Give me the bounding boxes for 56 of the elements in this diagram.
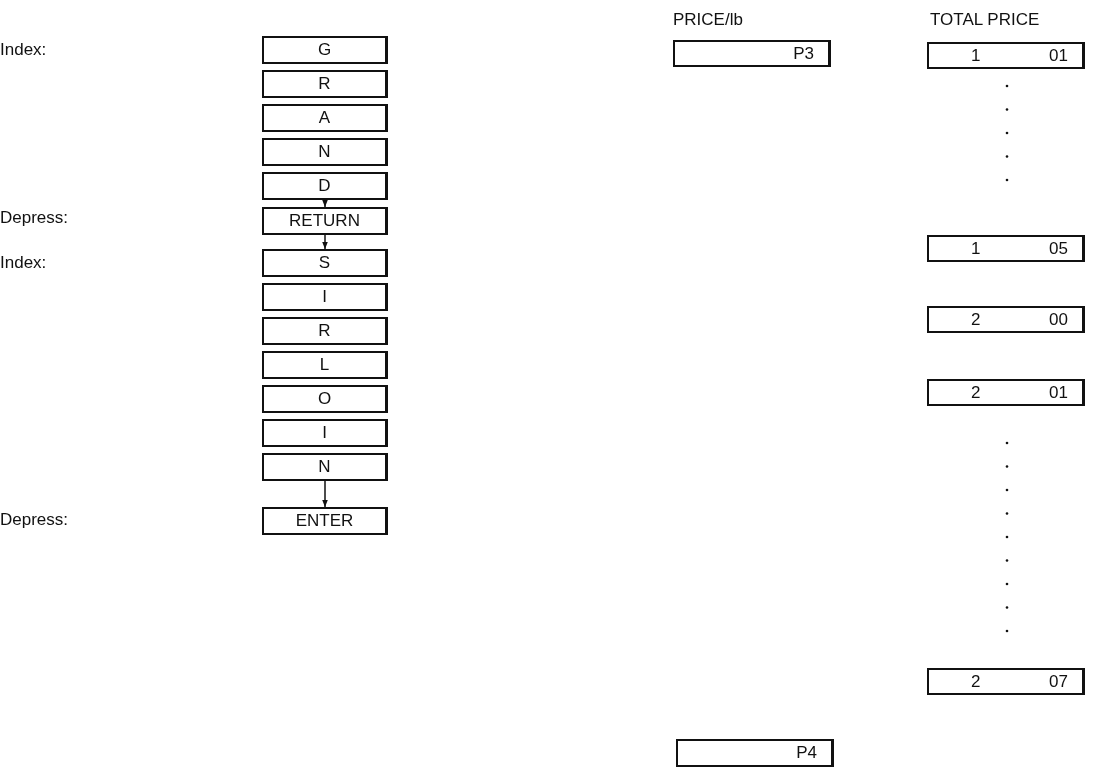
key-box — [262, 36, 388, 64]
key-box — [262, 419, 388, 447]
display-box — [927, 235, 1085, 262]
display-digit: 2 — [971, 671, 981, 692]
key-box — [262, 507, 388, 535]
display-box — [927, 306, 1085, 333]
key-box — [262, 385, 388, 413]
display-box — [927, 42, 1085, 69]
arrow — [322, 480, 328, 508]
key-label: R — [318, 321, 331, 341]
key-label: N — [318, 457, 331, 477]
key-box — [262, 207, 388, 235]
display-digit: 1 — [971, 238, 981, 259]
key-label: A — [318, 108, 331, 128]
row-label: Depress: — [0, 208, 69, 228]
display-value: 05 — [1049, 238, 1068, 259]
key-label: L — [319, 355, 330, 375]
key-box — [262, 104, 388, 132]
column-heading: TOTAL PRICE — [930, 10, 1040, 30]
display-digit: 2 — [971, 382, 981, 403]
display-box — [673, 40, 831, 67]
key-label: O — [317, 389, 332, 409]
row-label: Index: — [0, 253, 47, 273]
key-box — [262, 317, 388, 345]
display-digit: 1 — [971, 45, 981, 66]
key-label: P3 — [793, 43, 814, 64]
key-label: G — [317, 40, 332, 60]
key-label: ENTER — [295, 511, 354, 531]
key-label: RETURN — [289, 211, 360, 231]
row-label: Index: — [0, 40, 47, 60]
arrow — [322, 234, 328, 250]
key-label: I — [322, 287, 327, 307]
display-box — [927, 379, 1085, 406]
display-value: 01 — [1049, 382, 1068, 403]
key-label: D — [318, 176, 331, 196]
key-box — [262, 70, 388, 98]
display-value: 07 — [1049, 671, 1068, 692]
display-digit: 2 — [971, 309, 981, 330]
key-box — [262, 138, 388, 166]
key-box — [262, 172, 388, 200]
column-heading: PRICE/lb — [673, 10, 743, 30]
key-box — [262, 351, 388, 379]
key-label: N — [318, 142, 331, 162]
key-box — [262, 283, 388, 311]
display-box — [927, 668, 1085, 695]
key-label: I — [322, 423, 327, 443]
key-label: S — [318, 253, 331, 273]
display-value: 00 — [1049, 309, 1068, 330]
row-label: Depress: — [0, 510, 69, 530]
key-label: R — [318, 74, 331, 94]
key-label: P4 — [796, 743, 817, 763]
key-box — [262, 453, 388, 481]
key-box — [262, 249, 388, 277]
display-box — [676, 739, 834, 767]
arrow — [322, 199, 328, 208]
display-value: 01 — [1049, 45, 1068, 66]
